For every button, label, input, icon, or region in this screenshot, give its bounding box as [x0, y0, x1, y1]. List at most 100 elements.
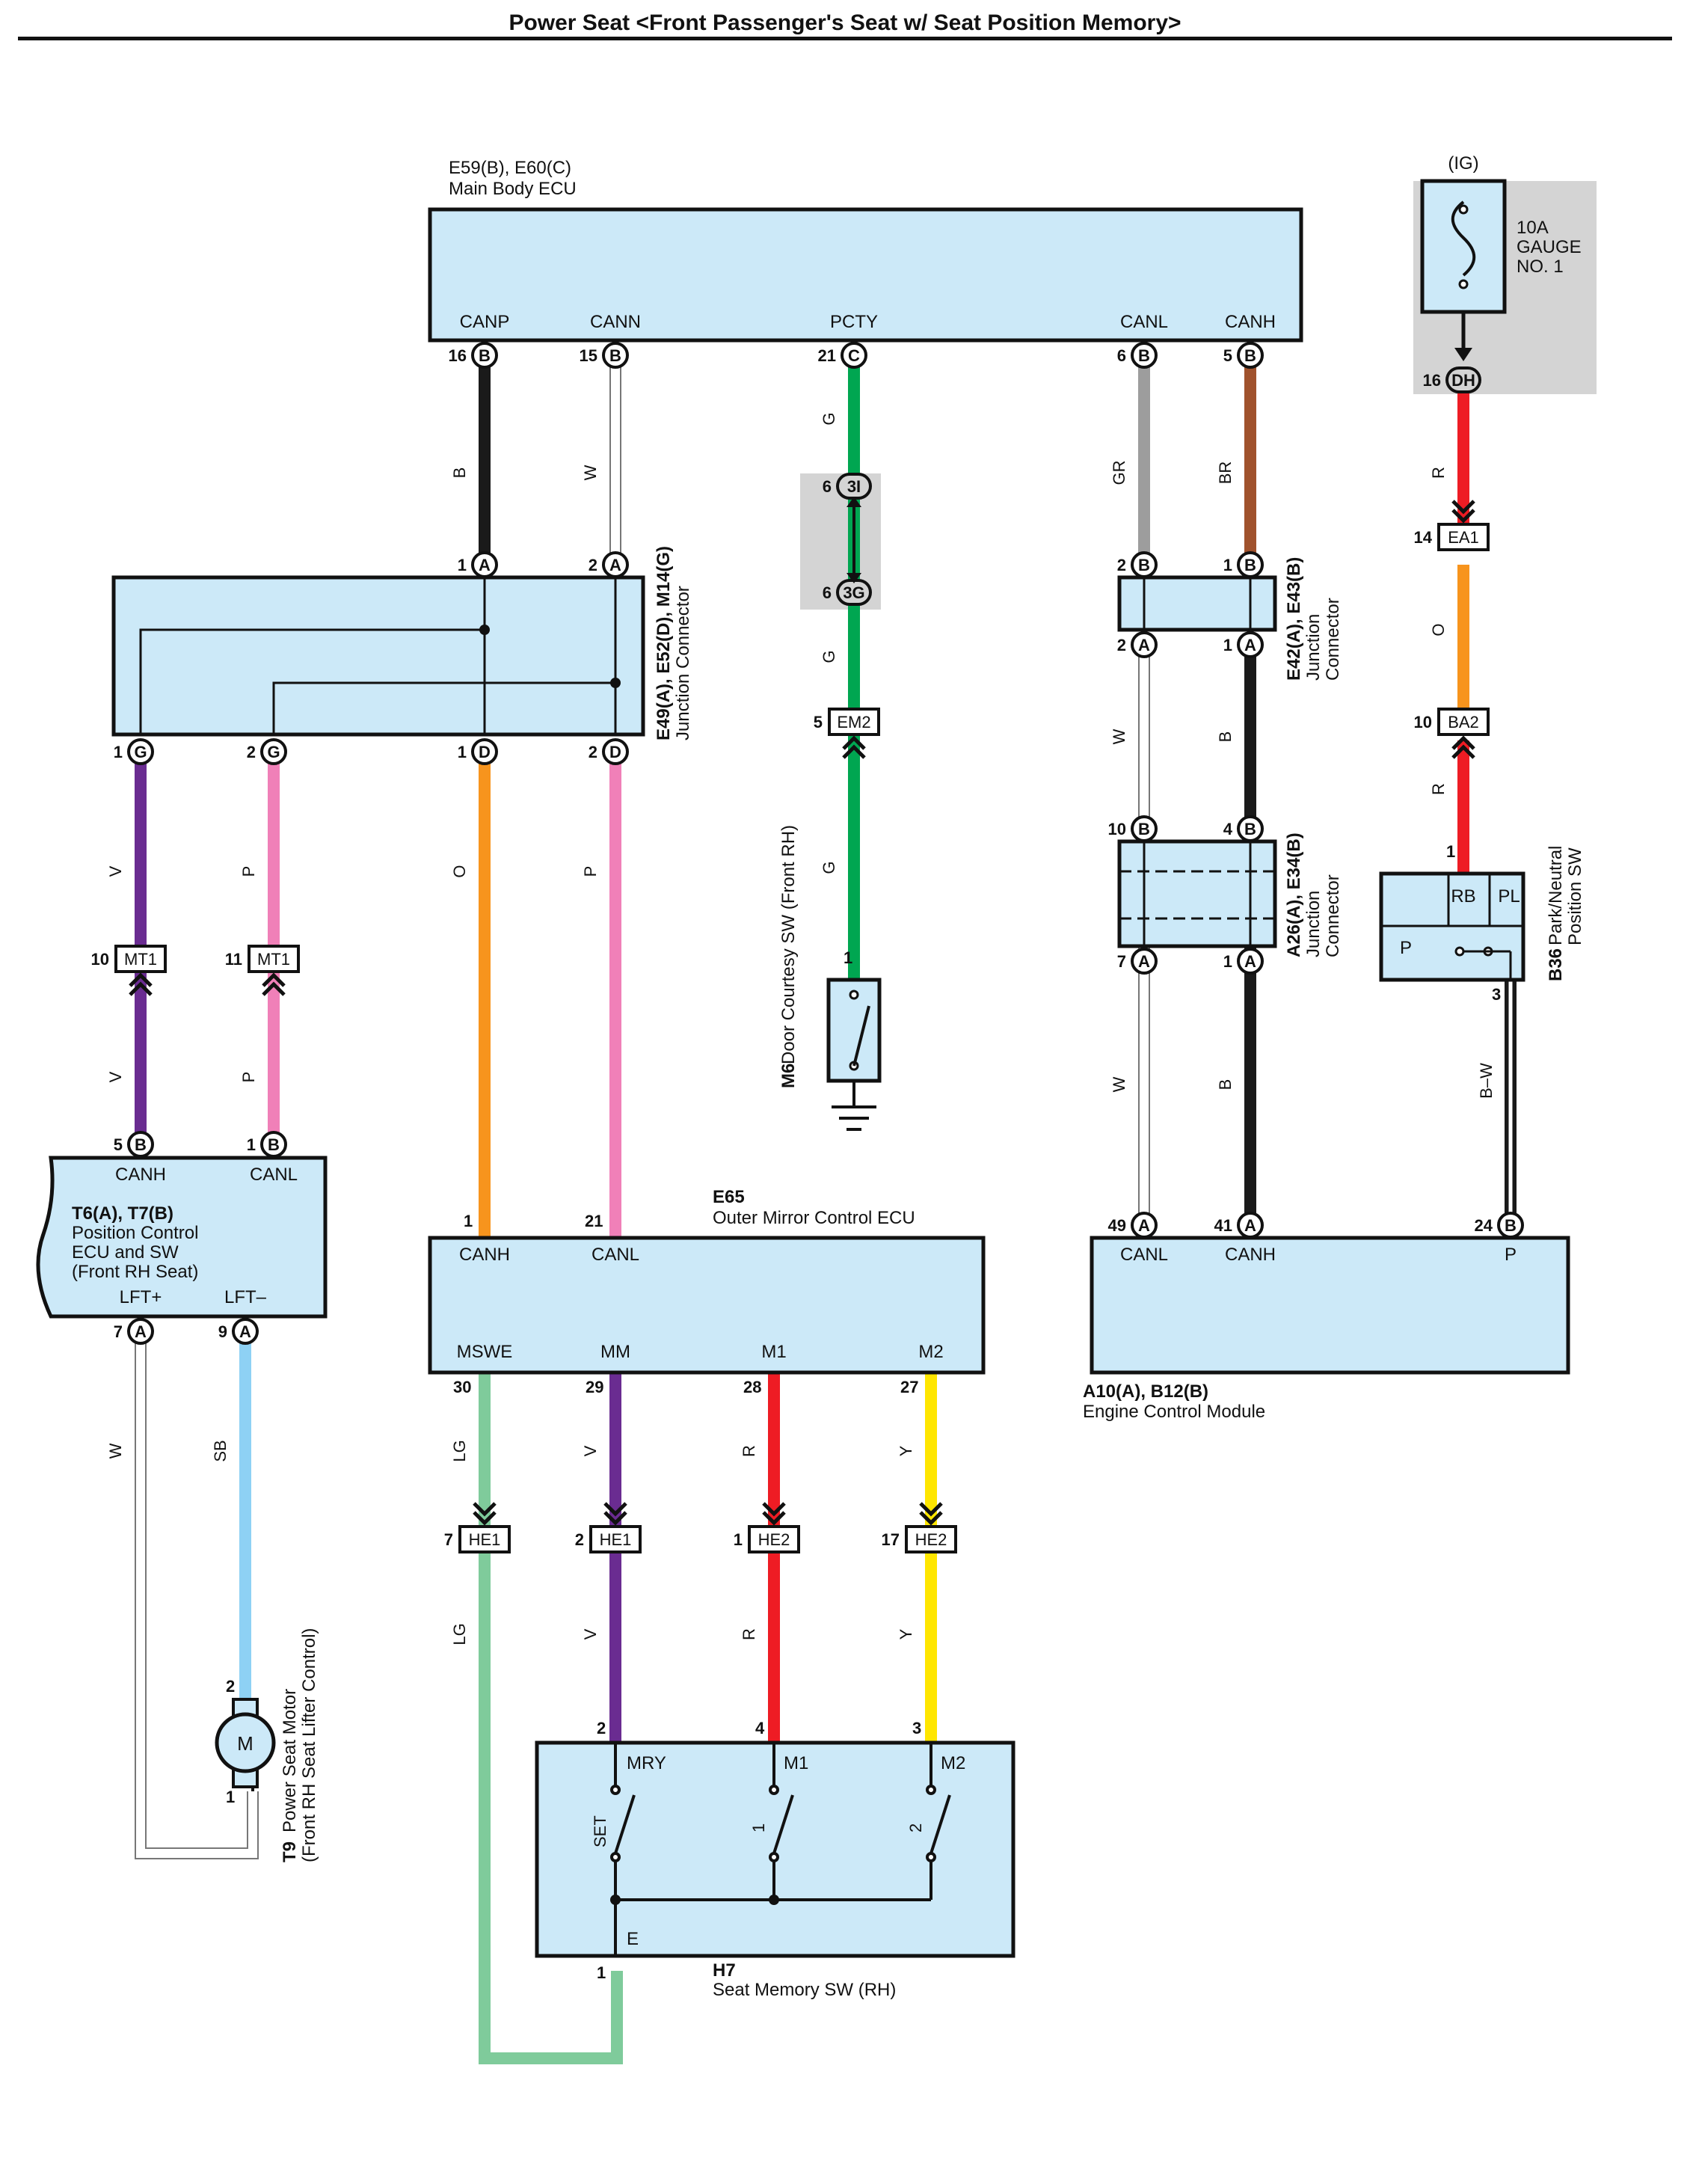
- ecm-canh: CANH: [1225, 1245, 1276, 1265]
- fuse-contact-bottom: [1458, 279, 1469, 289]
- svg-text:A: A: [135, 1322, 147, 1341]
- svg-text:11: 11: [225, 950, 242, 969]
- wire-code-y2: Y: [897, 1628, 915, 1639]
- fuse-amp: 10A: [1517, 218, 1549, 238]
- h7-m2: M2: [941, 1753, 965, 1773]
- svg-text:DH: DH: [1451, 371, 1475, 390]
- e65-canh: CANH: [459, 1245, 510, 1265]
- ecm-name: Engine Control Module: [1083, 1402, 1265, 1422]
- mirror-ecu-code: E65: [713, 1187, 745, 1207]
- svg-text:3G: 3G: [843, 583, 864, 602]
- svg-text:16: 16: [449, 346, 467, 365]
- pin-jc-1a: A1: [458, 551, 498, 578]
- junction-e42-codes: E42(A), E43(B): [1284, 557, 1304, 681]
- pn-sw-name2: Position SW: [1565, 847, 1585, 945]
- pin-e65-30: 30: [453, 1378, 471, 1396]
- svg-text:49: 49: [1108, 1216, 1126, 1235]
- wire-code-lg1: LG: [450, 1440, 469, 1461]
- svg-text:1: 1: [458, 556, 467, 574]
- svg-text:1: 1: [1223, 556, 1232, 574]
- main-body-ecu-codes: E59(B), E60(C): [449, 158, 571, 178]
- ground-icon: [832, 1105, 876, 1131]
- wire-code-sb: SB: [211, 1440, 230, 1461]
- svg-text:HE1: HE1: [600, 1530, 632, 1549]
- term-cann: CANN: [590, 312, 641, 332]
- pin-h7-1: 1: [597, 1963, 606, 1982]
- pin-m6-1: 1: [844, 948, 852, 967]
- wire-code-o2: O: [450, 865, 469, 877]
- motor-icon: [215, 1712, 276, 1773]
- svg-text:G: G: [267, 743, 280, 761]
- svg-text:41: 41: [1214, 1216, 1232, 1235]
- pin-jc-2g: G2: [247, 738, 287, 765]
- switch-1-label: 1: [749, 1823, 768, 1832]
- wire-code-b1: B: [450, 467, 469, 479]
- wire-lg: [479, 1372, 623, 2064]
- t6-canh: CANH: [115, 1165, 166, 1185]
- title-rule: [18, 37, 1672, 40]
- pin-e65-27: 27: [900, 1378, 918, 1396]
- outer-mirror-ecu: [428, 1236, 986, 1375]
- e65-canl: CANL: [592, 1245, 639, 1265]
- svg-text:3I: 3I: [847, 477, 861, 496]
- svg-text:14: 14: [1414, 528, 1433, 547]
- pin-e65-21: 21: [585, 1212, 603, 1230]
- svg-text:A: A: [1244, 1216, 1256, 1235]
- pin-e59-15: B15: [580, 342, 629, 369]
- junction-e42-name2: Connector: [1323, 598, 1343, 681]
- svg-text:1: 1: [1223, 952, 1232, 971]
- svg-text:A: A: [1138, 952, 1150, 971]
- wire-code-lg2: LG: [450, 1623, 469, 1645]
- pin-t6-7a: A7: [114, 1318, 154, 1345]
- ecm-p: P: [1505, 1245, 1517, 1265]
- svg-text:7: 7: [1117, 952, 1126, 971]
- pn-sw-name1: Park/Neutral: [1546, 846, 1566, 945]
- h7-e: E: [627, 1929, 639, 1949]
- svg-text:6: 6: [1117, 346, 1126, 365]
- pin-e65-1: 1: [464, 1212, 473, 1230]
- svg-text:1: 1: [734, 1530, 743, 1549]
- svg-text:B: B: [609, 346, 621, 365]
- pin-t6-5b: B5: [114, 1131, 154, 1158]
- pin-t6-1b: B1: [247, 1131, 287, 1158]
- wire-code-w4: W: [106, 1443, 125, 1458]
- svg-text:4: 4: [1223, 820, 1233, 838]
- svg-text:1: 1: [114, 743, 123, 761]
- svg-text:EM2: EM2: [837, 713, 870, 731]
- fuse-name1: GAUGE: [1517, 237, 1582, 257]
- junction-a26-name2: Connector: [1323, 874, 1343, 957]
- svg-text:2: 2: [589, 743, 597, 761]
- pin-h7-2: 2: [597, 1719, 606, 1737]
- pin-e59-6: B6: [1117, 342, 1158, 369]
- pin-3g: 3G6: [823, 579, 872, 606]
- term-canh: CANH: [1225, 312, 1276, 332]
- svg-text:10: 10: [1414, 713, 1432, 731]
- main-body-ecu: [428, 207, 1303, 343]
- wire-code-p3: P: [239, 1072, 258, 1083]
- pn-pl-label: PL: [1498, 886, 1520, 907]
- t6-canl: CANL: [250, 1165, 298, 1185]
- pin-e42-1a: A1: [1223, 631, 1264, 658]
- wire-code-r2: R: [1429, 783, 1448, 795]
- wire-w-motor: [136, 1343, 257, 1858]
- splice-dot-1: [479, 625, 490, 635]
- svg-text:MT1: MT1: [257, 950, 290, 969]
- svg-text:HE1: HE1: [469, 1530, 501, 1549]
- wire-code-gr: GR: [1110, 461, 1128, 485]
- seat-mem-name: Seat Memory SW (RH): [713, 1980, 896, 2000]
- term-canp: CANP: [460, 312, 510, 332]
- pin-a26-10b: B10: [1108, 815, 1158, 842]
- wire-code-r4: R: [740, 1628, 758, 1640]
- wire-code-g2: G: [820, 650, 838, 663]
- svg-text:C: C: [848, 346, 860, 365]
- svg-text:B: B: [1244, 346, 1256, 365]
